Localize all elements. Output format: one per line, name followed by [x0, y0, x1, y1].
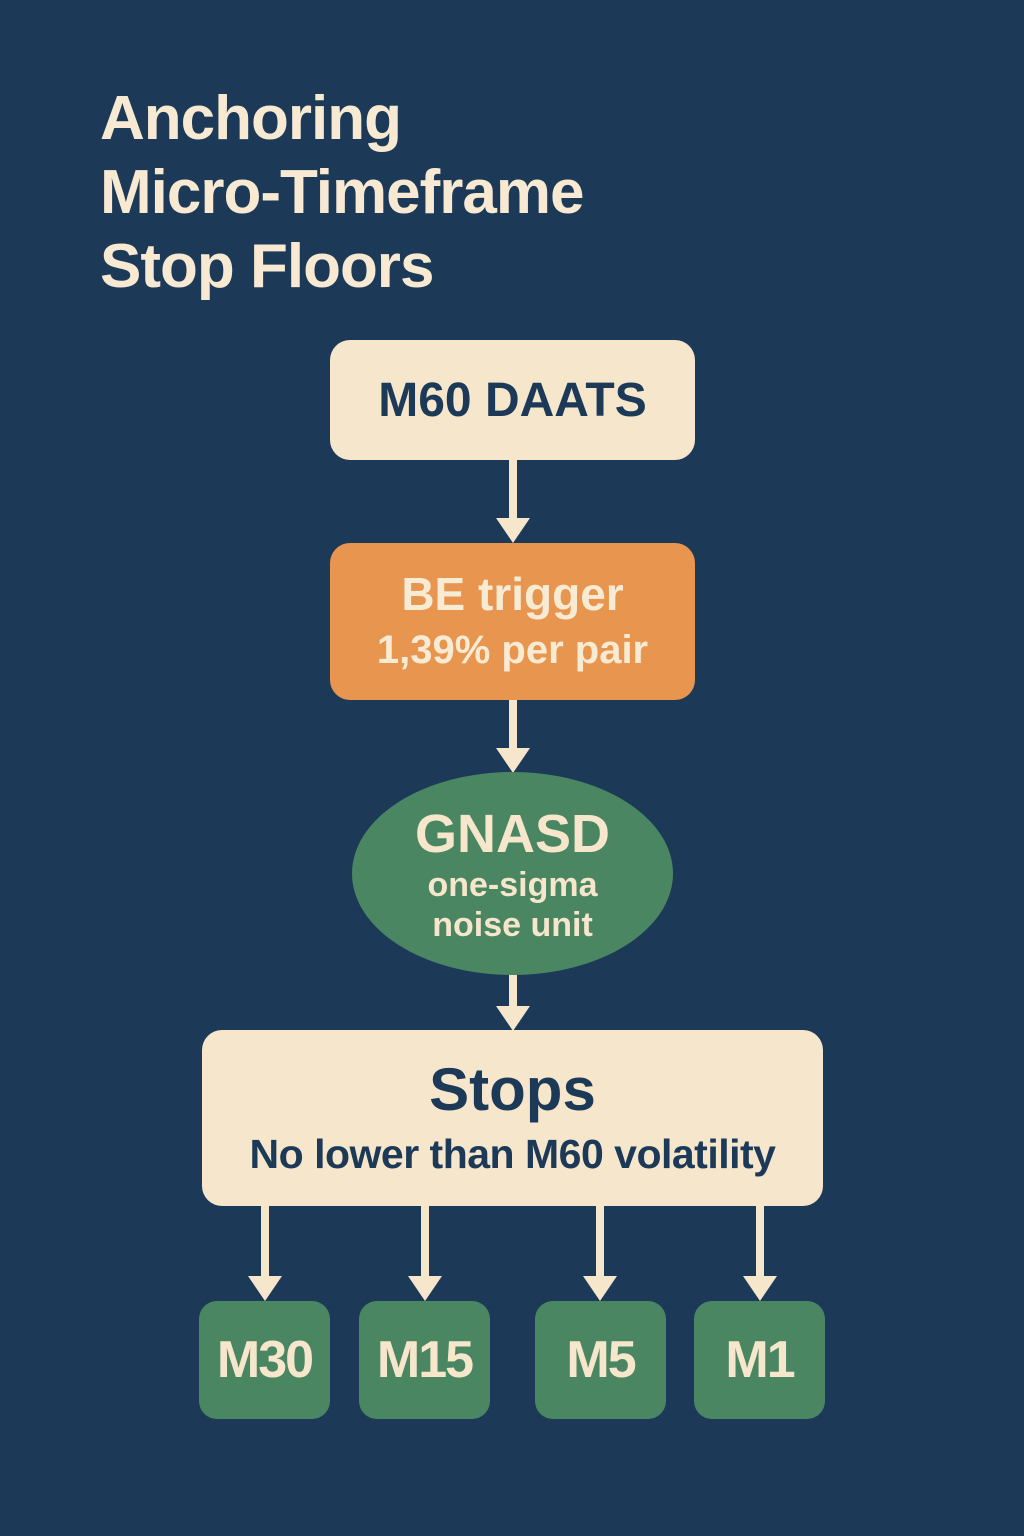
node-m60-daats: M60 DAATS — [330, 340, 695, 460]
title-line: Stop Floors — [100, 232, 434, 301]
stops-subtitle: No lower than M60 volatility — [249, 1131, 776, 1177]
node-stops: Stops No lower than M60 volatility — [202, 1030, 823, 1206]
gnasd-line1: one-sigma — [427, 865, 598, 904]
gnasd-title: GNASD — [414, 803, 610, 864]
node-m1: M1 — [694, 1301, 825, 1419]
arrow-stops-to-m30 — [248, 1206, 282, 1301]
stops-title: Stops — [429, 1056, 596, 1123]
arrow-stops-to-m1 — [743, 1206, 777, 1301]
be-trigger-title: BE trigger — [401, 567, 624, 620]
arrow-be-to-gnasd — [496, 700, 530, 773]
be-trigger-subtitle: 1,39% per pair — [376, 627, 649, 672]
node-be-trigger: BE trigger 1,39% per pair — [330, 543, 695, 700]
gnasd-line2: noise unit — [432, 905, 593, 944]
diagram-title: Anchoring Micro-Timeframe Stop Floors — [100, 82, 584, 304]
node-m5: M5 — [535, 1301, 666, 1419]
arrow-gnasd-to-stops — [496, 975, 530, 1031]
title-line: Anchoring — [100, 84, 402, 153]
node-gnasd: GNASD one-sigma noise unit — [352, 772, 673, 975]
arrow-stops-to-m5 — [583, 1206, 617, 1301]
node-m15: M15 — [359, 1301, 490, 1419]
arrow-stops-to-m15 — [408, 1206, 442, 1301]
arrow-m60-to-be — [496, 460, 530, 543]
node-m30: M30 — [199, 1301, 330, 1419]
title-line: Micro-Timeframe — [100, 158, 584, 227]
